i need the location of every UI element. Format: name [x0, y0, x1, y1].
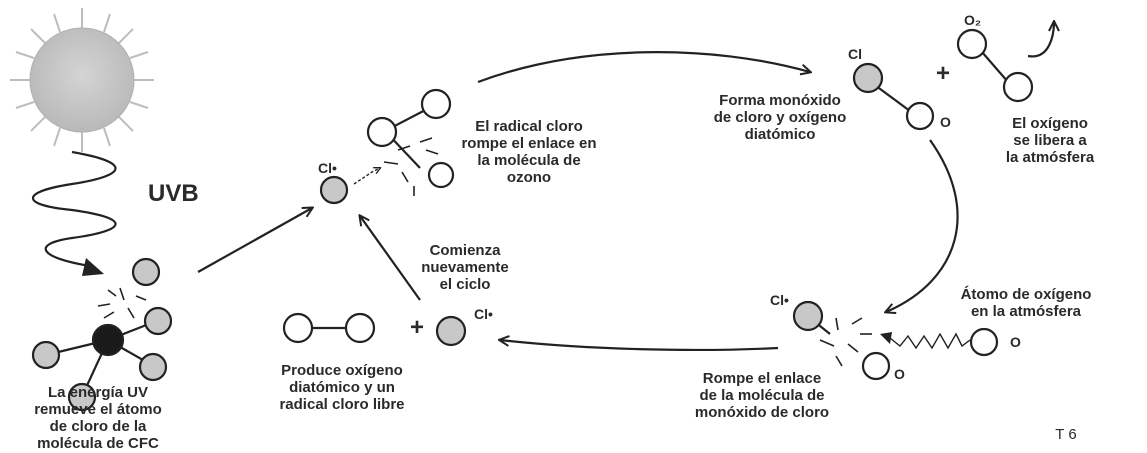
cfc-caption: La energía UV remueve el átomo de cloro … [34, 384, 162, 452]
oxygen-atom-trail [889, 332, 971, 350]
cl-monoxide-symbol: Cl [848, 46, 862, 62]
chlorine-monoxide-molecule [852, 62, 935, 131]
monoxide-break-dashes [819, 317, 872, 367]
oxygen-atom-trail-arrowhead [880, 332, 892, 344]
restart-cycle-label: Comienza nuevamente el ciclo [421, 242, 509, 293]
produces-oxygen-label: Produce oxígeno diatómico y un radical c… [279, 362, 405, 413]
cfc-break-dashes [97, 287, 147, 319]
breaking-monoxide-molecule [792, 300, 891, 381]
uvb-label: UVB [148, 180, 199, 207]
figure-id: T 6 [1055, 426, 1077, 443]
o-break-symbol: O [894, 366, 905, 382]
cl-radical-product-symbol: Cl• [474, 306, 493, 322]
uvb-ray-arrowhead [82, 258, 104, 276]
o-atom-symbol: O [1010, 334, 1021, 350]
breaks-monoxide-label: Rompe el enlace de la molécula de monóxi… [694, 370, 830, 421]
radical-breaks-label: El radical cloro rompe el enlace en la m… [461, 118, 597, 186]
oxygen-atom-label: Átomo de oxígeno en la atmósfera [960, 286, 1092, 320]
oxygen-released-label: El oxígeno se libera a la atmósfera [1005, 115, 1095, 166]
forms-monoxide-label: Forma monóxido de cloro y oxígeno diatóm… [713, 92, 847, 143]
product-chlorine-radical [435, 315, 467, 347]
chlorine-radical-atom [319, 175, 349, 205]
sun-icon [10, 8, 154, 152]
small-attack-arrow [353, 168, 380, 185]
o2-symbol: O₂ [964, 12, 982, 28]
atmospheric-oxygen-atom [969, 327, 999, 357]
arrow-restart-cycle [360, 216, 421, 301]
arrow-cfc-to-radical [197, 208, 312, 273]
cfc-molecule [31, 257, 173, 412]
arrow-to-products [500, 340, 779, 352]
product-oxygen-molecule [282, 312, 376, 344]
arrow-to-break-monoxide [886, 139, 959, 312]
cl-radical-symbol: Cl• [318, 160, 337, 176]
oxygen-release-arrow [1027, 22, 1054, 58]
cl-radical-break-symbol: Cl• [770, 292, 789, 308]
o-monoxide-symbol: O [940, 114, 951, 130]
ozone-break-dashes [383, 137, 439, 196]
arrow-to-monoxide [477, 51, 810, 84]
uvb-ray [32, 150, 117, 268]
ozone-molecule [366, 88, 455, 189]
plus-bottom: + [410, 314, 425, 341]
plus-top: + [936, 60, 951, 87]
oxygen-molecule [956, 28, 1034, 103]
